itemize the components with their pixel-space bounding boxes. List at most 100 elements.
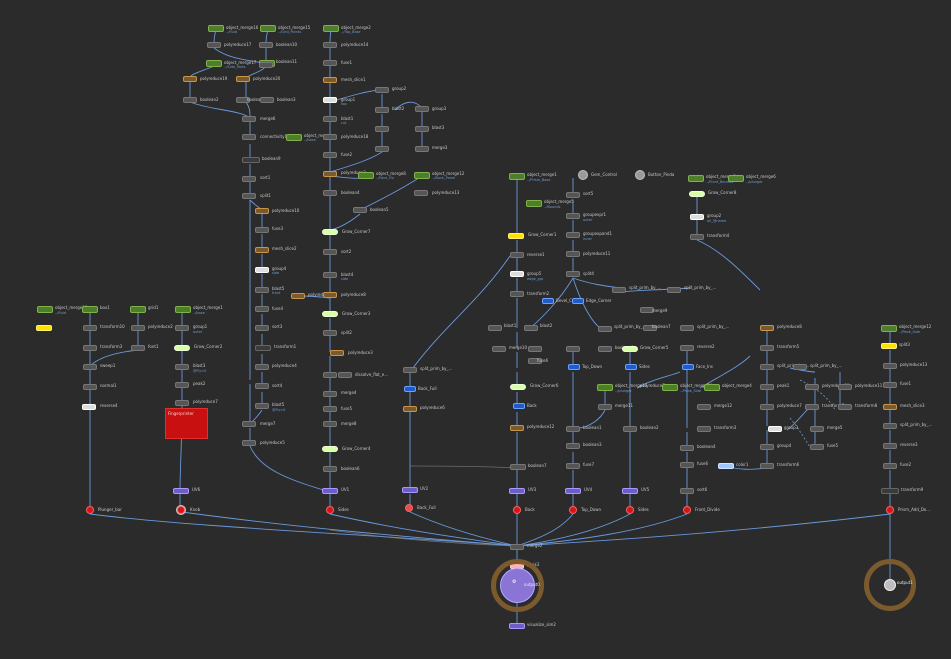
grow-corner-node[interactable] [508,233,524,239]
sort-node[interactable] [323,249,337,255]
polyreduce-node[interactable] [183,76,197,82]
fuse-node[interactable] [255,306,269,312]
boolean-node[interactable] [259,62,273,68]
output-node[interactable] [626,506,634,514]
boolean-node[interactable] [566,426,580,432]
sticky-note[interactable]: Fingerprinter [165,408,208,439]
object-merge-node[interactable] [358,172,374,179]
sweep-node[interactable] [83,364,97,370]
polyreduce-node[interactable] [236,76,250,82]
polyreduce-node[interactable] [838,384,852,390]
grow-corner-node[interactable] [622,346,638,352]
transform-node[interactable] [690,234,704,240]
polyreduce-node[interactable] [760,404,774,410]
split-prim-node[interactable] [598,326,612,332]
transform-node[interactable] [697,426,711,432]
blast-node[interactable] [323,272,337,278]
polyreduce-node[interactable] [566,251,580,257]
merge-node[interactable] [375,146,389,152]
output-node[interactable] [513,506,521,514]
uv-node[interactable] [402,487,418,493]
uv-node[interactable] [565,488,581,494]
blast-node[interactable] [488,325,502,331]
fuse-node[interactable] [323,60,337,66]
grow-corner-node[interactable] [322,446,338,452]
boolean-node[interactable] [353,207,367,213]
split-prim-node[interactable] [612,287,626,293]
attribute-node[interactable] [513,403,525,409]
connectivity-node[interactable] [242,134,256,140]
group-node[interactable] [690,214,704,220]
split-node[interactable] [323,330,337,336]
polyreduce-node[interactable] [403,406,417,412]
uv-node[interactable] [509,488,525,494]
reverse-node[interactable] [82,404,96,410]
polyreduce-node[interactable] [175,400,189,406]
merge-node[interactable] [323,421,337,427]
group-node[interactable] [323,97,337,103]
sort-node[interactable] [242,176,256,182]
object-merge-node[interactable] [260,25,276,32]
reverse-node[interactable] [883,443,897,449]
peak-node[interactable] [175,382,189,388]
merge-node[interactable] [242,116,256,122]
fuse-node[interactable] [566,463,580,469]
grow-corner-node[interactable] [322,229,338,235]
object-merge-node[interactable] [597,384,613,391]
merge-node[interactable] [598,404,612,410]
split-prim-node[interactable] [680,325,694,331]
transform-node[interactable] [760,463,774,469]
blast-node[interactable] [375,107,389,113]
transform-node[interactable] [881,488,899,494]
grow-corner-node[interactable] [510,384,526,390]
group-node[interactable] [760,444,774,450]
polyreduce-node[interactable] [291,293,305,299]
output-node[interactable] [86,506,94,514]
object-merge-node[interactable] [414,172,430,179]
polyreduce-node[interactable] [414,190,428,196]
polyreduce-node[interactable] [255,208,269,214]
output-node[interactable] [569,506,577,514]
fuse-node[interactable] [528,358,542,364]
group-node[interactable] [415,106,429,112]
polyreduce-node[interactable] [323,171,337,177]
object-merge-node[interactable] [208,25,224,32]
merge-node[interactable] [810,426,824,432]
polyreduce-node[interactable] [805,384,819,390]
blast-node[interactable] [524,325,538,331]
switch-node[interactable] [36,325,52,331]
attribute-node[interactable] [572,298,584,304]
output-node[interactable] [500,568,535,603]
object-merge-node[interactable] [82,306,98,313]
polyreduce-node[interactable] [510,425,524,431]
object-merge-node[interactable] [509,173,525,180]
dissolve-node[interactable] [338,372,352,378]
uv-node[interactable] [322,488,338,494]
attribute-node[interactable] [404,386,416,392]
attribute-node[interactable] [625,364,637,370]
boolean-node[interactable] [623,426,637,432]
transform-node[interactable] [83,325,97,331]
polyreduce-node[interactable] [323,134,337,140]
attribute-node[interactable] [682,364,694,370]
object-merge-node[interactable] [175,306,191,313]
polyreduce-node[interactable] [131,325,145,331]
output-node[interactable] [326,506,334,514]
boolean-node[interactable] [598,346,612,352]
boolean-node[interactable] [183,97,197,103]
transform-node[interactable] [510,291,524,297]
boolean-node[interactable] [260,97,274,103]
grow-corner-node[interactable] [689,191,705,197]
polyreduce-node[interactable] [242,440,256,446]
sort-node[interactable] [680,488,694,494]
blast-node[interactable] [175,364,189,370]
split-node[interactable] [566,271,580,277]
sort-node[interactable] [255,383,269,389]
blast-node[interactable] [415,126,429,132]
output-node[interactable] [405,504,413,512]
mesh-slice-node[interactable] [323,77,337,83]
merge-node[interactable] [242,421,256,427]
merge-node[interactable] [510,544,524,550]
merge-node[interactable] [415,146,429,152]
transform-node[interactable] [838,404,852,410]
